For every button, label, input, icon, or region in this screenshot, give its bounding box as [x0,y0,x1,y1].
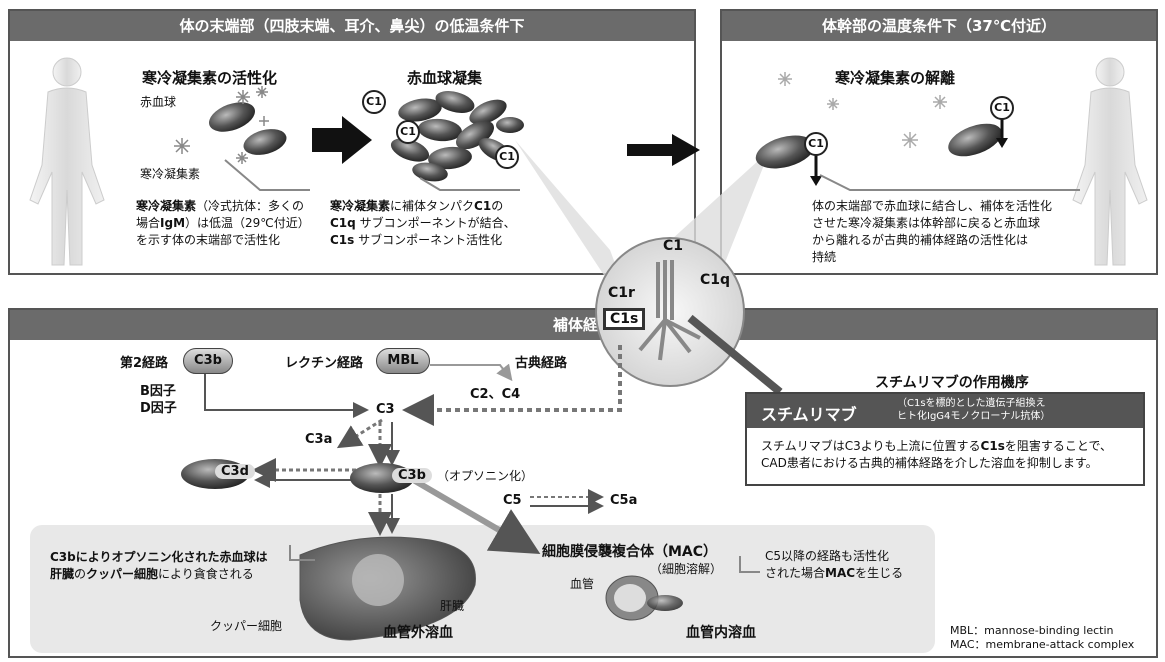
c1-badge: C1 [990,96,1014,120]
mechanism-body: スチムリマブはC3よりも上流に位置するC1sを阻害することで、 CAD患者におけ… [761,439,1113,470]
c1-down-arrows [814,118,1004,178]
factor-b: B因子 [140,384,176,399]
agglutination-heading: 赤血球凝集 [407,69,483,87]
liver-callout [289,545,315,561]
classical-pathway-label: 古典経路 [515,356,568,371]
agg-desc-3a: C1s [330,233,355,247]
c1-badge: C1 [804,132,828,156]
footnotes: MBL：mannose-binding lectin MAC：membrane-… [950,624,1134,652]
opsonization-label: （オプソニン化） [437,469,534,483]
agg-desc-1d: の [491,199,504,213]
blood-vessel-graphic [605,575,683,621]
c3a-label: C3a [305,432,333,447]
mechanism-heading: スチムリマブの作用機序 [875,375,1029,391]
c1r-label: C1r [608,285,635,301]
c1q-label: C1q [700,272,731,288]
rbc [948,123,1002,157]
activation-desc-1: （冷式抗体：多くの [196,199,305,213]
agg-desc-2b: サブコンポーネントが結合、 [355,216,516,230]
mac-title: 細胞膜侵襲複合体（MAC） [542,544,718,560]
activation-description: 寒冷凝集素（冷式抗体：多くの 場合IgM）は低温（29℃付近） を示す体の末端部… [136,198,316,249]
dissociation-description: 体の末端部で赤血球に結合し、補体を活性化 させた寒冷凝集素は体幹部に戻ると赤血球… [812,199,1053,264]
c5-label: C5 [503,493,522,508]
agglutinin-icons [174,86,269,164]
agg-desc-1c: C1 [474,199,492,213]
activation-desc-2a: 場合 [136,216,161,230]
human-figure-right [1072,57,1148,266]
kupffer-label: クッパー細胞 [210,619,283,633]
liver-label: 肝臓 [440,599,465,613]
rbc-cluster [390,91,524,182]
callout-dissociation [819,174,1080,191]
mbl-footnote: MBL：mannose-binding lectin [950,624,1114,637]
c1s-indicator-line [687,314,783,396]
dissociated-agglutinin [778,72,947,148]
c5a-label: C5a [610,493,638,508]
blood-vessel-label: 血管 [570,577,595,591]
mbl-pill: MBL [376,348,430,374]
activation-heading: 寒冷凝集素の活性化 [142,69,278,87]
extravascular-label: 血管外溶血 [383,625,453,641]
c1s-label: C1s [603,308,646,330]
c3-label: C3 [376,402,395,417]
agg-desc-2a: C1q [330,216,356,230]
c1-complex [638,260,701,361]
alt-pathway-line [204,370,369,418]
agg-desc-1a: 寒冷凝集素 [330,199,391,213]
trunk-conditions-title: 体幹部の温度条件下（37℃付近） [722,11,1156,41]
human-figure-left [29,57,105,266]
callout-activation [224,159,310,191]
activation-desc-2c: ）は低温（29℃付近） [185,216,310,230]
c3-to-c3a [336,418,383,449]
c1-label: C1 [663,238,684,254]
mac-callout [739,556,760,573]
activation-desc-bold: 寒冷凝集素 [136,199,197,213]
c3b-to-mac [408,475,541,555]
c1-badge: C1 [362,90,386,114]
dissociation-heading: 寒冷凝集素の解離 [835,69,956,87]
mechanism-box-header: スチムリマブ （C1sを標的とした遺伝子組換え ヒト化IgG4モノクローナル抗体… [747,394,1143,428]
cell-lysis-label: （細胞溶解） [650,562,723,576]
drug-desc: （C1sを標的とした遺伝子組換え ヒト化IgG4モノクローナル抗体） [897,398,1051,422]
arrow-to-trunk [627,134,700,166]
intravascular-label: 血管内溶血 [686,625,756,641]
cold-conditions-title: 体の末端部（四肢末端、耳介、鼻尖）の低温条件下 [10,11,694,41]
agg-desc-1b: に補体タンパク [390,199,475,213]
c1-badge: C1 [495,145,519,169]
trunk-conditions-panel: 体幹部の温度条件下（37℃付近） [720,9,1158,275]
rbc [755,135,815,169]
c2c4-label: C2、C4 [470,387,521,402]
mechanism-box: スチムリマブ （C1sを標的とした遺伝子組換え ヒト化IgG4モノクローナル抗体… [745,392,1145,486]
factor-d: D因子 [140,401,177,416]
drug-name: スチムリマブ [761,405,857,424]
c1-badge: C1 [396,120,420,144]
activation-desc-3: を示す体の末端部で活性化 [136,233,281,247]
agg-desc-3b: サブコンポーネント活性化 [354,233,503,247]
rbc [209,102,255,132]
activation-desc-2b: IgM [160,216,186,230]
alt-pathway-label: 第2経路 [120,356,169,371]
mac-footnote: MAC：membrane-attack complex [950,638,1135,651]
agglutinin-label: 寒冷凝集素 [140,167,201,181]
hemolysis-region [30,525,935,653]
agglutination-description: 寒冷凝集素に補体タンパクC1の C1q サブコンポーネントが結合、 C1s サブ… [330,198,530,249]
callout-agglutination [419,177,520,191]
c3b-label: C3b [392,468,432,483]
cold-conditions-panel: 体の末端部（四肢末端、耳介、鼻尖）の低温条件下 [8,9,696,275]
lectin-pathway-label: レクチン経路 [285,356,364,371]
lectin-pathway-line [430,363,513,382]
c3b-pill: C3b [183,348,233,374]
rbc [243,129,287,155]
classical-pathway-line [402,345,622,426]
big-arrow-agglutination [312,116,372,164]
kupffer-cell [352,554,404,606]
c3d-label: C3d [215,464,255,479]
rbc-label: 赤血球 [140,95,177,109]
mac-note: C5以降の経路も活性化 された場合MACを生じる [765,549,904,580]
liver-note: C3bによりオプソニン化された赤血球は 肝臓のクッパー細胞により貪食される [50,550,268,581]
